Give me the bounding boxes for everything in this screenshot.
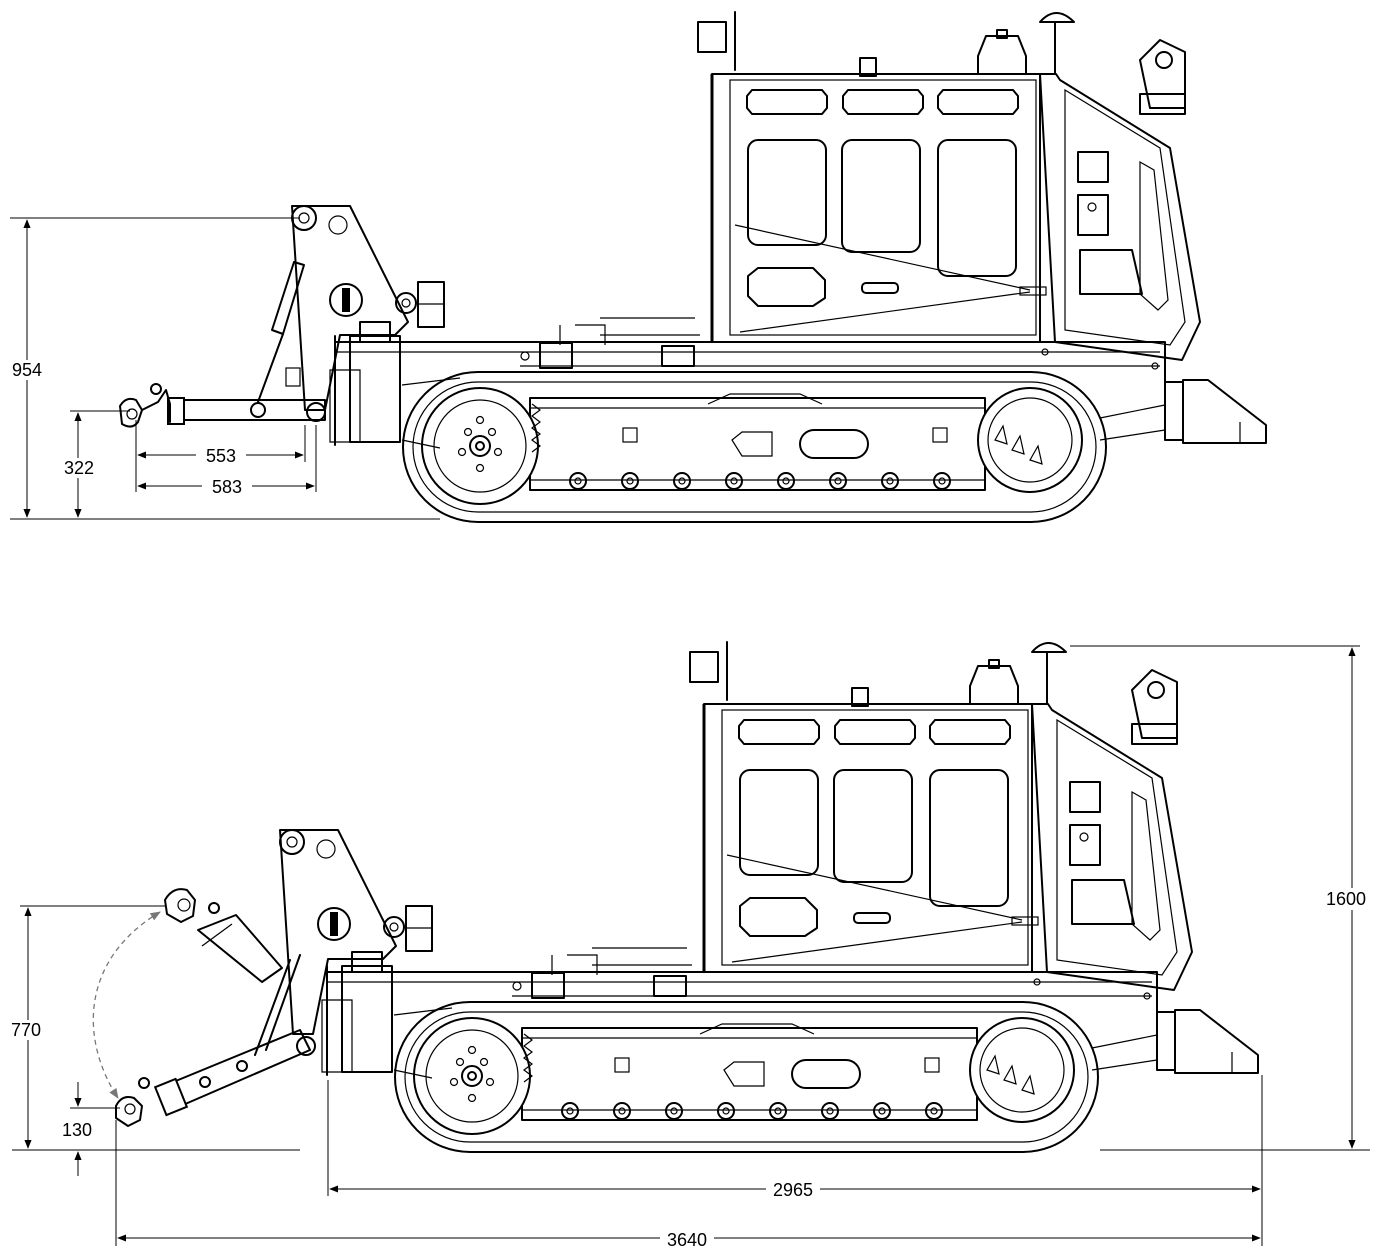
dim-height-954: 954 xyxy=(12,360,42,380)
hook-icon xyxy=(119,389,171,428)
hook-raised-icon xyxy=(164,888,196,923)
dim-hitch-height-322: 322 xyxy=(64,458,94,478)
dim-hitch-lowered-130: 130 xyxy=(62,1120,92,1140)
dim-overall-height-1600: 1600 xyxy=(1326,889,1366,909)
dim-track-length-2965: 2965 xyxy=(773,1180,813,1200)
hook-lowered-icon xyxy=(115,1096,143,1127)
top-view-dimensions: 954 322 553 583 xyxy=(6,217,440,520)
hydraulic-cylinder xyxy=(271,261,305,335)
dim-overall-length-3640: 3640 xyxy=(667,1230,707,1250)
top-view xyxy=(119,10,1268,524)
bottom-view xyxy=(92,640,1260,1154)
bottom-view-dimensions: 770 130 1600 2965 3640 xyxy=(6,645,1372,1250)
swing-arc xyxy=(92,911,161,1099)
raised-cylinder xyxy=(197,914,283,983)
dim-reach-583: 583 xyxy=(212,477,242,497)
dim-reach-553: 553 xyxy=(206,446,236,466)
dim-hitch-raised-770: 770 xyxy=(11,1020,41,1040)
lower-link-arm xyxy=(167,399,326,421)
